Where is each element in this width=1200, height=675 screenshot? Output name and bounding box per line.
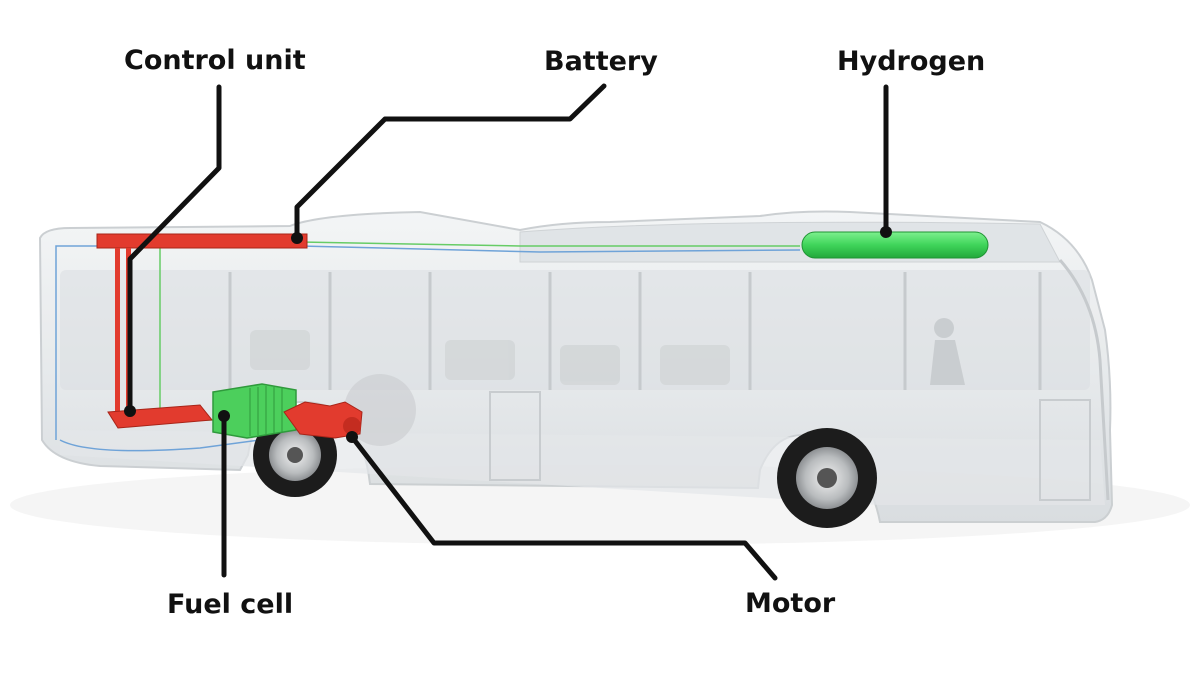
front-wheel bbox=[777, 428, 877, 528]
label-battery: Battery bbox=[544, 48, 658, 75]
label-hydrogen: Hydrogen bbox=[837, 48, 985, 75]
hydrogen-tank-component bbox=[802, 232, 988, 258]
label-control-unit: Control unit bbox=[124, 47, 306, 74]
label-motor: Motor bbox=[745, 590, 835, 617]
label-fuel-cell: Fuel cell bbox=[167, 591, 293, 618]
